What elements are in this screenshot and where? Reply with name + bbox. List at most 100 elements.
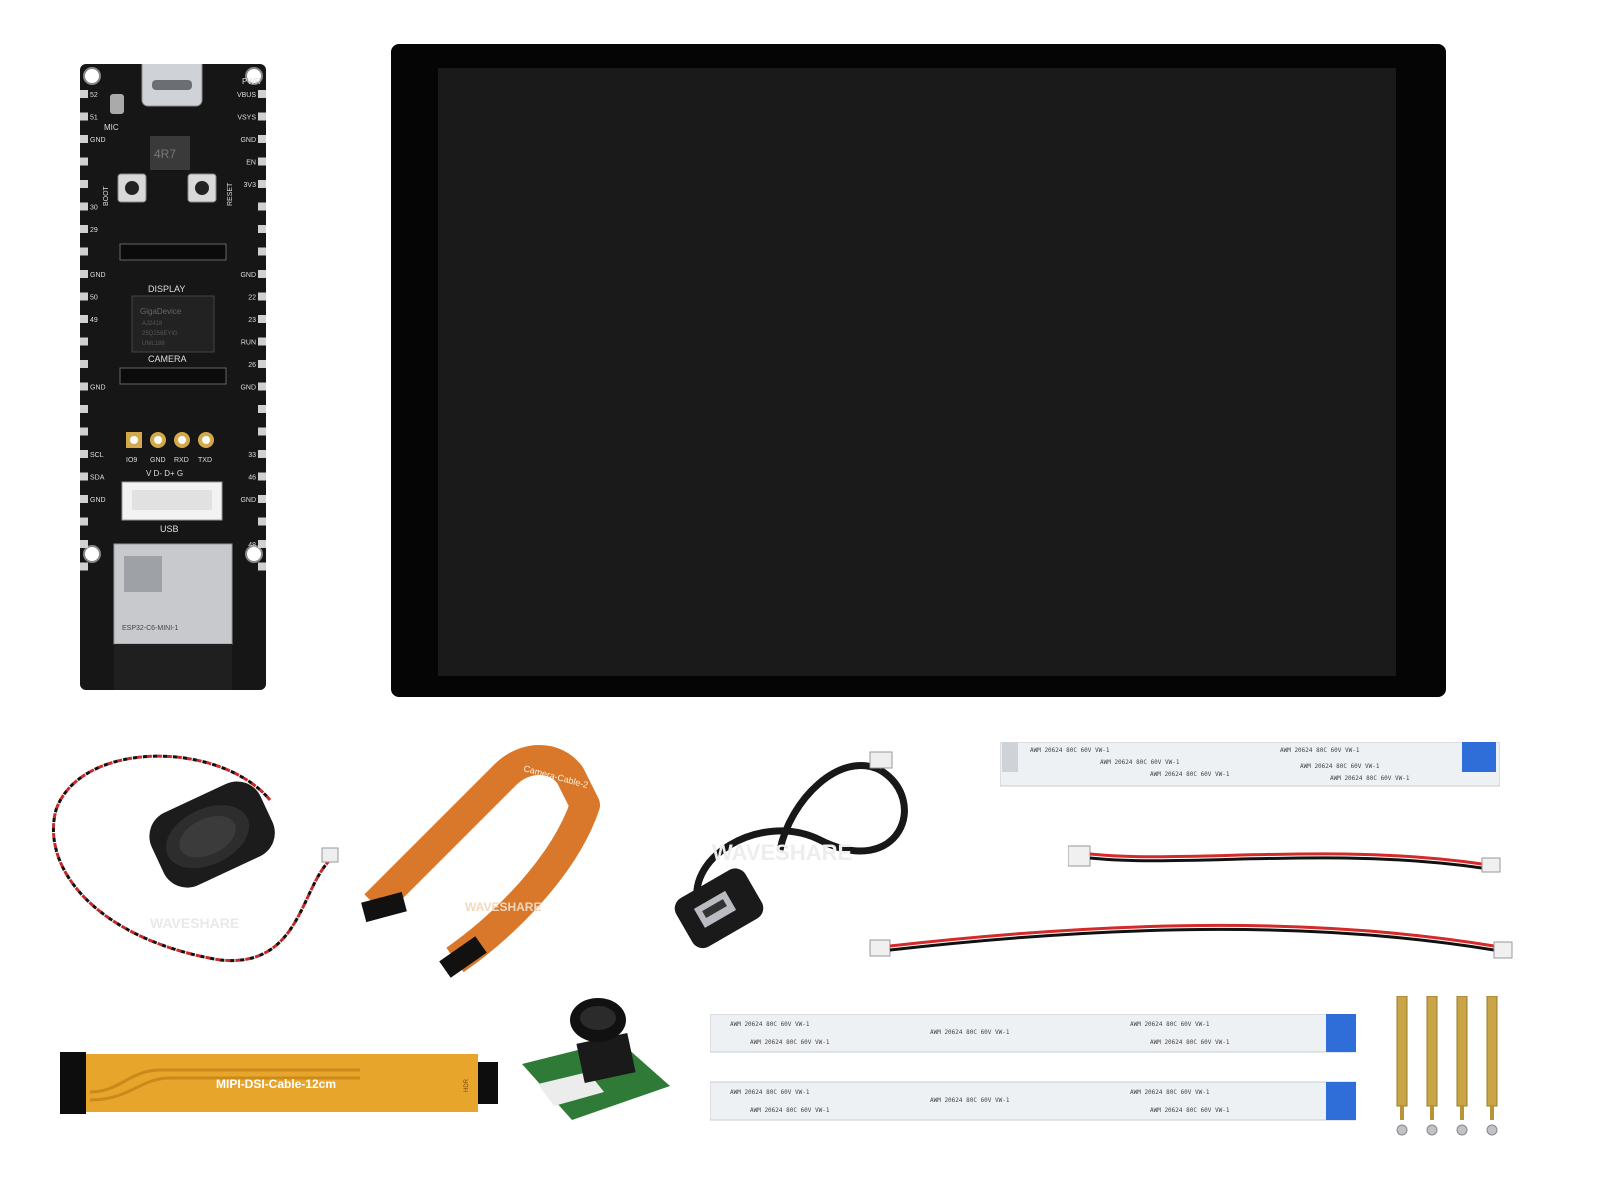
pin-label: EN [246,160,256,167]
pin-label: GND [90,385,106,392]
ffc-print: AWM 20624 80C 60V VW-1 [1150,1107,1230,1114]
mipi-flex [86,1054,478,1112]
ffc-print: AWM 20624 80C 60V VW-1 [1300,763,1380,770]
pin-label: 23 [248,317,256,324]
ffc-print: AWM 20624 80C 60V VW-1 [1130,1021,1210,1028]
pin-pad [258,517,266,526]
watermark: WAVESHARE [150,915,239,931]
label-mic: MIC [104,123,119,132]
ffc-print: AWM 20624 80C 60V VW-1 [1100,759,1180,766]
camera-module [522,998,670,1120]
ffc-print: AWM 20624 80C 60V VW-1 [1150,1039,1230,1046]
jst-connector [1068,845,1091,867]
standoff [1426,996,1438,1136]
camera-holder [576,1033,636,1083]
usb-otg-cable: WAVESHARE [674,751,908,949]
ffc-blue-stiffener [1462,742,1496,772]
uart-label: RXD [174,457,189,464]
mipi-end [478,1062,498,1104]
pin-pad [258,90,266,98]
jst-connector [869,939,891,957]
speaker-body [149,781,275,888]
pin-pad [80,225,88,233]
pin-pad [258,337,266,346]
mount-hole [83,545,101,563]
label-display: DISPLAY [148,284,185,294]
pin-pad [258,382,266,391]
ffc-print: AWM 20624 80C 60V VW-1 [730,1021,810,1028]
pin-label: 33 [248,452,256,459]
pin-label: SDA [90,475,105,482]
long-jst-cable [869,923,1513,959]
pin-pad [258,450,266,458]
pin-pad [258,202,266,211]
pin-pad [258,562,266,571]
pin-label: 26 [248,362,256,369]
mipi-side-label: HDR [464,1078,470,1092]
pin-label: 46 [248,475,256,482]
pin-pad [258,247,266,256]
pin-pad [80,202,88,211]
uart-label: GND [150,457,166,464]
chip-line1: AJ2418 [142,321,163,327]
mic-component [110,94,124,114]
standoff [1486,996,1498,1136]
pin-pad [258,135,266,143]
uart-label: TXD [198,457,212,464]
pin-pad [258,427,266,436]
pin-pad [80,405,88,413]
pin-label: 51 [90,115,98,122]
pin-pad [80,382,88,391]
pin-pad [80,472,88,481]
uart-label: IO9 [126,457,137,464]
jst-connector [1481,857,1501,873]
module-label: ESP32-C6-MINI-1 [122,625,179,632]
pin-pad [80,270,88,278]
watermark: WAVESHARE [712,840,852,865]
standoff [1456,996,1468,1136]
pin-pad [80,495,88,503]
flash-chip [131,295,215,353]
pin-pad [80,112,88,121]
pin-label: GND [90,137,106,144]
pin-label: GND [240,497,256,504]
ffc-print: AWM 20624 80C 60V VW-1 [1330,775,1410,782]
pin-pad [80,562,88,571]
ffc-print: AWM 20624 80C 60V VW-1 [930,1097,1010,1104]
ffc-print: AWM 20624 80C 60V VW-1 [930,1029,1010,1036]
speaker: WAVESHARE [51,754,339,962]
ffc-cable: AWM 20624 80C 60V VW-1 AWM 20624 80C 60V… [710,1014,1356,1053]
pin-pad [80,90,88,98]
ffc-cable: AWM 20624 80C 60V VW-1 AWM 20624 80C 60V… [710,1081,1356,1121]
antenna-area [114,644,232,690]
watermark: WAVESHARE [465,900,541,914]
pin-label: 50 [90,295,98,302]
ffc-print: AWM 20624 80C 60V VW-1 [1280,747,1360,754]
pin-label: 3V3 [244,182,257,189]
mount-hole [245,545,263,563]
label-reset: RESET [227,182,234,206]
pin-label: SCL [90,452,104,459]
pin-pad [258,315,266,323]
standoff [1396,996,1408,1136]
flex-ribbon [364,745,600,973]
pin-label: RUN [241,340,256,347]
pin-pad [80,292,88,301]
label-usb-pins: V D- D+ G [146,469,183,478]
ffc-body [1000,742,1500,787]
camera-flex-cable: Camera-Cable-2 WAVESHARE [361,745,600,978]
display-connector [119,243,227,261]
pin-pad [80,247,88,256]
chip-line2: 25Q256EYIG [142,331,178,337]
inductor [150,136,190,170]
pin-pad [80,450,88,458]
display-active-area [438,68,1396,676]
short-jst-cable [1068,845,1501,873]
pin-pad [80,135,88,143]
pin-label: GND [240,137,256,144]
pin-pad [258,225,266,233]
speaker-wire-red [51,754,332,962]
mount-hole [83,67,101,85]
pin-pad [80,427,88,436]
